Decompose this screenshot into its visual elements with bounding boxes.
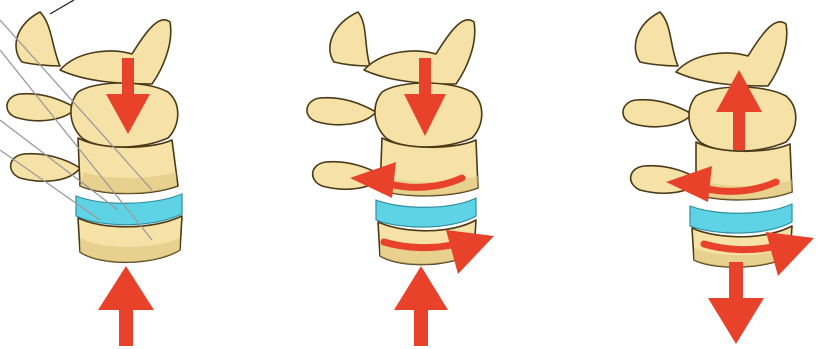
panel-tension-shear bbox=[623, 12, 814, 344]
vertebra-stack bbox=[623, 12, 796, 267]
intervertebral-disc bbox=[76, 194, 182, 225]
vertebra-stack bbox=[307, 12, 482, 265]
panel-compression-shear bbox=[307, 12, 494, 346]
vertebra-stack bbox=[7, 12, 182, 262]
intervertebral-disc bbox=[376, 198, 476, 227]
down-arrow bbox=[708, 262, 764, 344]
up-arrow bbox=[394, 266, 448, 346]
up-arrow bbox=[98, 266, 154, 346]
intervertebral-disc bbox=[690, 204, 792, 233]
panel-compression bbox=[0, 0, 182, 346]
